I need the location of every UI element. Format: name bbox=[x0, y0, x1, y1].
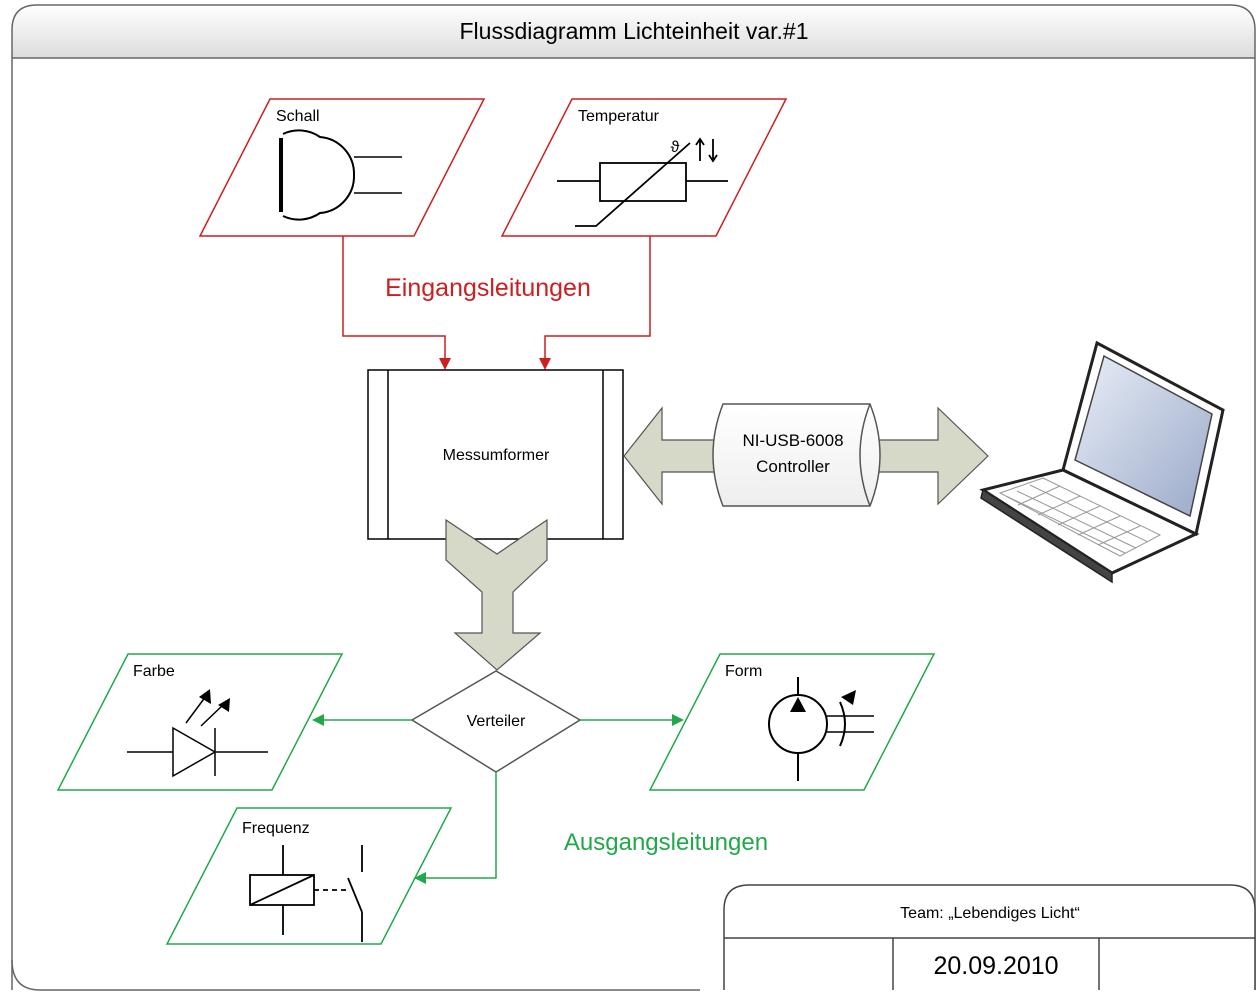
input-arrowheads bbox=[439, 358, 551, 370]
motor-arrowheads bbox=[790, 690, 856, 712]
motor-icon bbox=[768, 677, 874, 781]
output-lines-label: Ausgangsleitungen bbox=[564, 829, 768, 856]
led-icon bbox=[127, 695, 268, 778]
temperature-label: Temperatur bbox=[578, 108, 660, 125]
title-block bbox=[723, 884, 1256, 990]
shape-label: Form bbox=[725, 663, 762, 680]
transducer-label: Messumformer bbox=[443, 447, 550, 464]
color-label: Farbe bbox=[133, 663, 175, 680]
frequency-label: Frequenz bbox=[242, 820, 310, 837]
relay-icon bbox=[249, 845, 363, 942]
color-output-box bbox=[56, 653, 344, 791]
laptop-icon bbox=[979, 340, 1225, 584]
controller-cylinder bbox=[712, 403, 881, 507]
controller-line2: Controller bbox=[756, 457, 830, 476]
team-label: Team: „Lebendiges Licht“ bbox=[900, 905, 1080, 922]
output-lines bbox=[322, 719, 674, 879]
transducer-box bbox=[367, 369, 624, 540]
theta-symbol: ϑ bbox=[671, 139, 680, 156]
input-lines bbox=[342, 236, 651, 360]
led-light-arrowheads bbox=[199, 689, 230, 712]
input-lines-label: Eingangsleitungen bbox=[385, 274, 591, 302]
diagram-title: Flussdiagramm Lichteinheit var.#1 bbox=[460, 18, 809, 44]
temperature-input-box bbox=[500, 98, 788, 237]
sound-input-box bbox=[198, 98, 486, 237]
controller-line1: NI-USB-6008 bbox=[742, 431, 843, 450]
thermistor-icon bbox=[557, 137, 728, 227]
outer-frame bbox=[11, 4, 1256, 991]
microphone-icon bbox=[279, 129, 402, 221]
date-label: 20.09.2010 bbox=[933, 952, 1058, 980]
right-block-arrow bbox=[867, 406, 989, 506]
distributor-label: Verteiler bbox=[467, 713, 526, 730]
output-arrowheads bbox=[312, 714, 684, 884]
sound-label: Schall bbox=[276, 108, 320, 125]
left-block-arrow bbox=[623, 406, 723, 506]
down-block-arrow bbox=[445, 518, 548, 671]
